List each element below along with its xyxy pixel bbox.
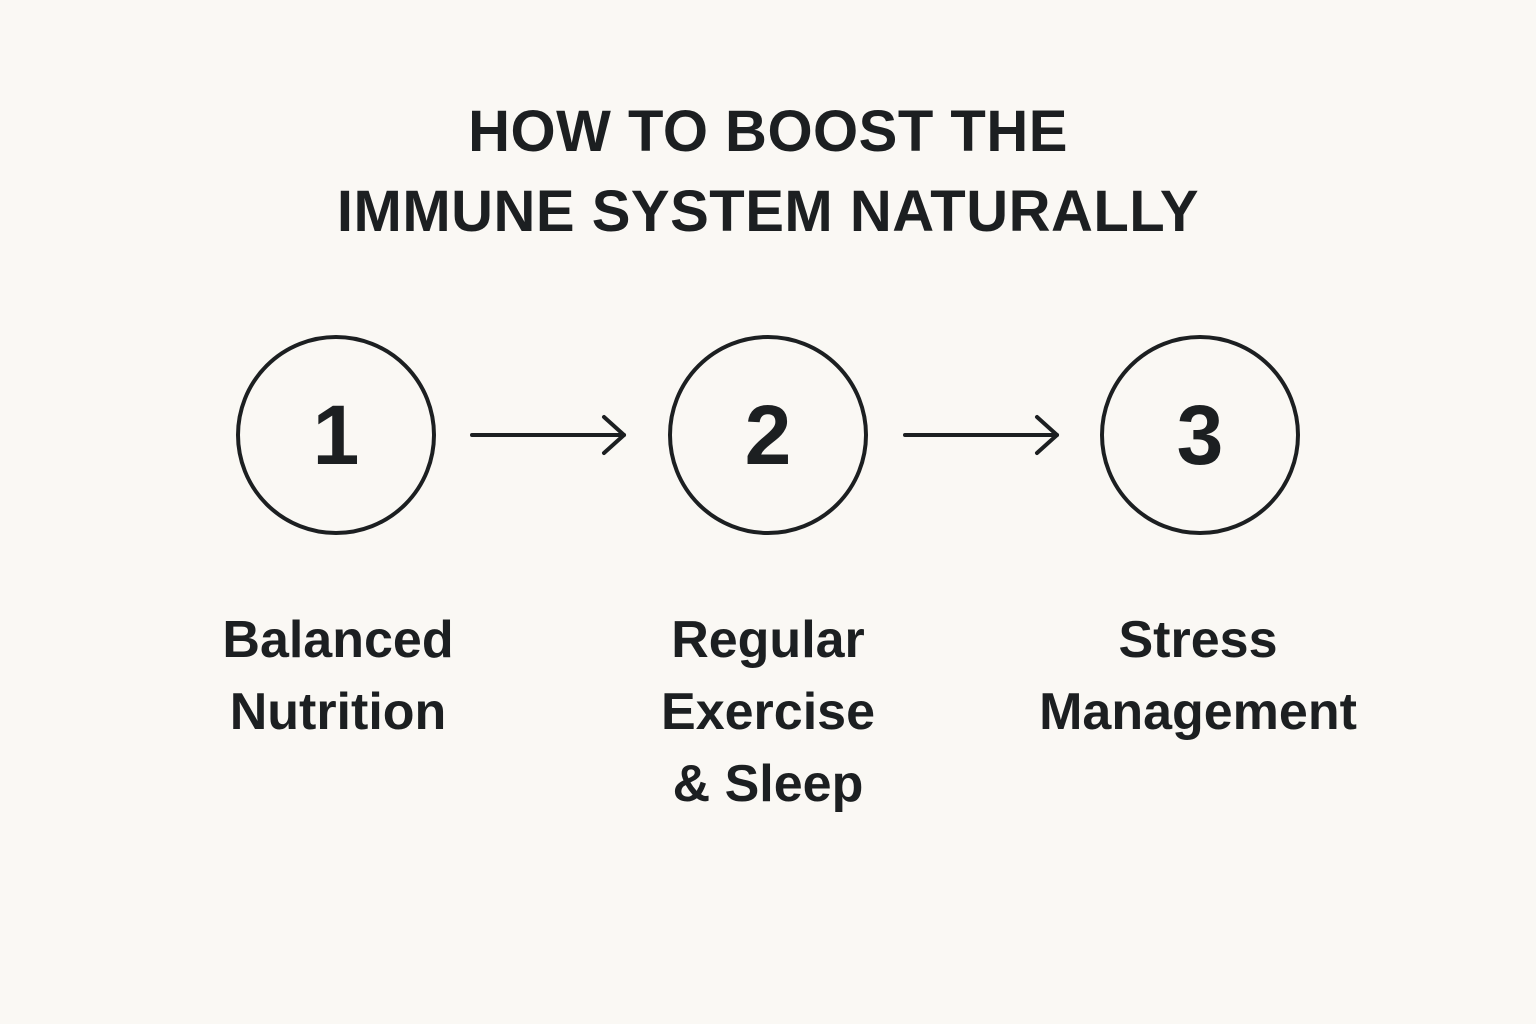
step-2-label-line-2: Exercise <box>661 683 875 741</box>
step-3-label-line-1: Stress <box>1118 611 1278 669</box>
step-2-label-line-3: & Sleep <box>672 755 864 813</box>
step-3-label: Stress Management <box>1008 604 1388 748</box>
step-2-label-line-1: Regular <box>671 611 865 669</box>
step-2-label: Regular Exercise & Sleep <box>578 604 958 820</box>
arrow-right-icon <box>903 415 1059 455</box>
title-line-1: HOW TO BOOST THE <box>468 99 1068 164</box>
step-1-label-line-2: Nutrition <box>229 683 447 741</box>
step-3-label-line-2: Management <box>1039 683 1357 741</box>
step-1-label-line-1: Balanced <box>222 611 454 669</box>
step-1-number: 1 <box>312 387 360 482</box>
title-line-2: IMMUNE SYSTEM NATURALLY <box>336 179 1200 244</box>
arrow-right-icon <box>470 415 626 455</box>
step-2-number: 2 <box>744 387 792 482</box>
step-2-circle: 2 <box>668 335 868 535</box>
page-title: HOW TO BOOST THE IMMUNE SYSTEM NATURALLY <box>0 92 1536 252</box>
step-3-number: 3 <box>1176 387 1224 482</box>
step-1-circle: 1 <box>236 335 436 535</box>
step-3-circle: 3 <box>1100 335 1300 535</box>
step-1-label: Balanced Nutrition <box>148 604 528 748</box>
